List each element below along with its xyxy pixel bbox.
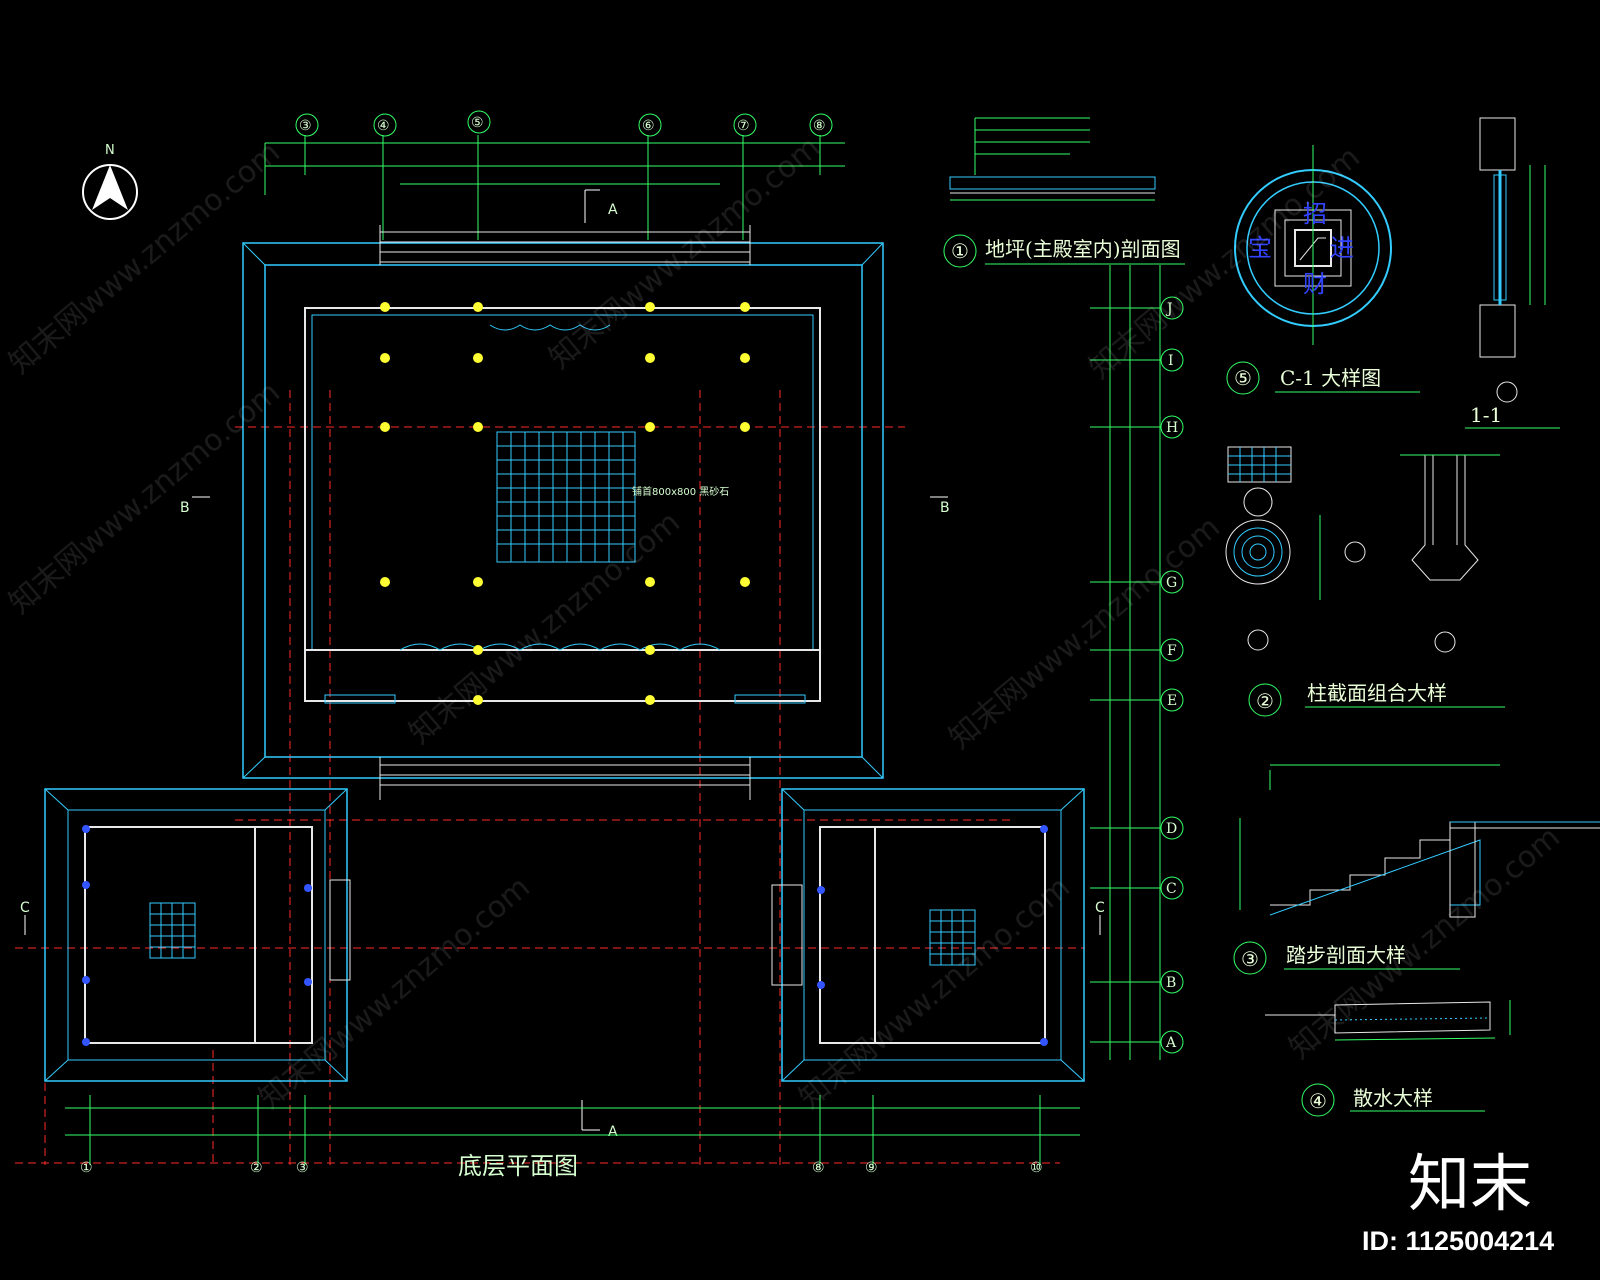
grid-right-H: H	[1166, 420, 1178, 436]
detail-3-number: ③	[1241, 947, 1259, 971]
watermark-7: 知末网www.znzmo.com	[253, 870, 537, 1116]
watermark-1: 知末网www.znzmo.com	[3, 135, 287, 381]
grid-bottom-9: ⑨	[865, 1160, 878, 1176]
grid-bottom-2: ②	[250, 1160, 263, 1176]
section-a-bottom: A	[608, 1124, 618, 1140]
grid-bottom-3: ③	[296, 1160, 309, 1176]
grid-bottom-10: ⑩	[1030, 1160, 1043, 1176]
detail-2-column-section: ② 柱截面组合大样	[1225, 446, 1505, 717]
grid-top-6: ⑥	[642, 118, 655, 134]
brand-id: ID: 1125004214	[1362, 1226, 1554, 1256]
detail-3-title: 踏步剖面大样	[1286, 943, 1406, 967]
detail-3-step-section: ③ 踏步剖面大样	[1233, 764, 1600, 975]
medallion-char-left: 宝	[1248, 234, 1272, 262]
grid-right-J: J	[1165, 301, 1173, 317]
grid-top-4: ④	[377, 118, 390, 134]
grid-bottom-1: ①	[80, 1160, 93, 1176]
floor-pattern-note: 铺首800x800 黑砂石	[632, 485, 729, 498]
section-marks: A A B B C C	[20, 189, 1105, 1140]
grid-right-F: F	[1167, 643, 1177, 659]
grid-right-I: I	[1168, 353, 1174, 369]
brand-logo: 知末	[1408, 1147, 1532, 1220]
section-b-left: B	[180, 500, 190, 516]
grid-right-B: B	[1166, 975, 1176, 991]
bottom-grid-labels: ① ② ③ ⑧ ⑨ ⑩	[80, 1160, 1043, 1176]
grid-right-D: D	[1166, 821, 1177, 837]
medallion-char-right: 进	[1330, 234, 1354, 262]
detail-4-title: 散水大样	[1353, 1086, 1433, 1110]
plan-title: 底层平面图	[458, 1152, 578, 1180]
watermark-8: 知末网www.znzmo.com	[793, 870, 1077, 1116]
detail-5-title: C-1 大样图	[1280, 366, 1381, 390]
detail-5-number: ⑤	[1234, 366, 1252, 390]
detail-1-1-title: 1-1	[1470, 403, 1502, 427]
main-hall: 铺首800x800 黑砂石	[242, 225, 884, 800]
medallion-char-top: 招	[1303, 200, 1327, 228]
grid-right-A: A	[1165, 1035, 1177, 1051]
grid-bottom-8: ⑧	[812, 1160, 825, 1176]
medallion-char-bottom: 财	[1303, 270, 1327, 298]
detail-4-apron-section: ④ 散水大样	[1265, 1000, 1511, 1117]
grid-right-C: C	[1166, 881, 1177, 897]
bottom-axis	[65, 1095, 1080, 1165]
grid-right-G: G	[1166, 575, 1177, 591]
grid-right-E: E	[1167, 693, 1177, 709]
section-c-right: C	[1095, 900, 1105, 916]
watermark-6: 知末网www.znzmo.com	[943, 510, 1227, 756]
watermark-5: 知末网www.znzmo.com	[403, 505, 687, 751]
detail-1-number: ①	[951, 239, 969, 263]
detail-1-1-section: 1-1	[1465, 117, 1560, 429]
right-pavilion	[771, 788, 1085, 1082]
left-pavilion	[44, 788, 351, 1082]
detail-4-number: ④	[1309, 1089, 1327, 1113]
top-axis	[264, 135, 845, 240]
section-b-right: B	[940, 500, 950, 516]
top-grid-bubbles: ③ ④ ⑤ ⑥ ⑦ ⑧	[295, 110, 833, 137]
grid-top-8: ⑧	[813, 118, 826, 134]
right-grid-bubbles: J I H G F E D C B A	[1160, 296, 1184, 1054]
grid-top-5: ⑤	[471, 115, 484, 131]
section-a-top: A	[608, 202, 618, 218]
watermark-2: 知末网www.znzmo.com	[543, 130, 827, 376]
detail-2-number: ②	[1256, 689, 1274, 713]
north-arrow-icon: N	[82, 143, 138, 220]
north-label: N	[105, 143, 115, 158]
grid-top-3: ③	[299, 118, 312, 134]
watermark-4: 知末网www.znzmo.com	[3, 375, 287, 621]
detail-1-floor-section: ① 地坪(主殿室内)剖面图	[943, 117, 1185, 268]
watermarks: 知末网www.znzmo.com 知末网www.znzmo.com 知末网www…	[3, 130, 1567, 1116]
grid-top-7: ⑦	[737, 118, 750, 134]
detail-5-medallion-window: 招 进 财 宝 ⑤ C-1 大样图	[1226, 145, 1420, 395]
detail-1-title: 地坪(主殿室内)剖面图	[985, 237, 1181, 261]
detail-2-title: 柱截面组合大样	[1307, 681, 1447, 705]
section-c-left: C	[20, 900, 30, 916]
right-axis	[1090, 265, 1161, 1060]
